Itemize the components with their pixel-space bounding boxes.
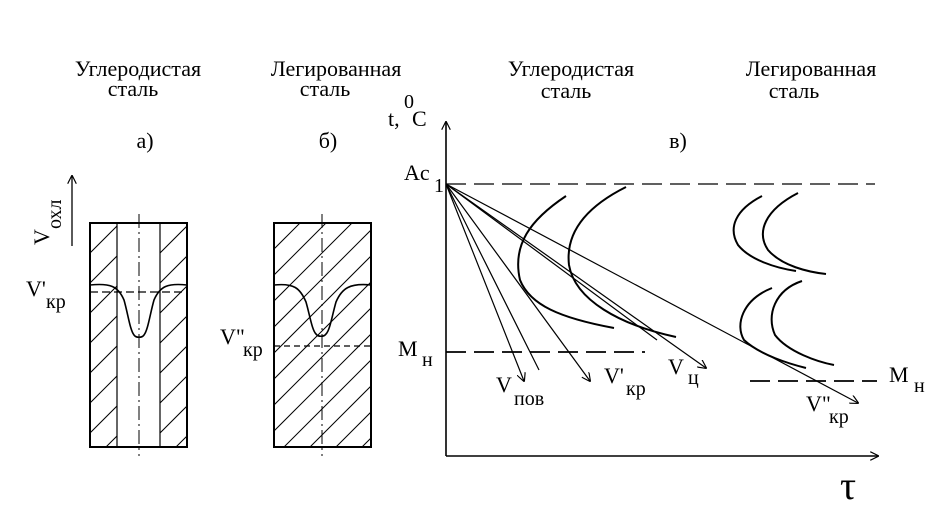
hatch-line [309,385,371,447]
header-line2: сталь [300,76,351,101]
mn-main: М [398,336,418,361]
t-label: t, [388,106,400,131]
label-v-critical-carbon: V' кр [604,363,646,400]
mn-main: М [889,362,909,387]
hatch-line [274,307,371,406]
cooling-curve-critical-carbon [445,183,590,381]
v-main: V' [604,363,624,388]
v-sub: ц [688,367,699,389]
vcrit-sub: кр [46,291,66,313]
hatch-line [90,315,117,344]
panel-label-a: а) [136,128,153,153]
c-curve-upper-start-alloy [732,195,797,272]
c-curve-lower-start-alloy [739,287,807,369]
hatch-line [90,405,117,434]
hatch-line [160,315,187,344]
c-curve-start-carbon [517,195,615,329]
v-main: V [496,372,512,397]
v-sub: кр [626,378,646,400]
hatch-line [160,225,187,254]
ac-sub: 1 [434,175,444,197]
panel-label-v: в) [669,128,687,153]
cooling-rate-label: V охл [29,199,66,245]
header-line1: Углеродистая [508,56,634,81]
label-v-surface: V пов [496,372,544,410]
temperature-axis-label: t, 0 C [388,91,427,131]
header-line2: сталь [108,76,159,101]
cooling-curve-aux [445,183,540,371]
header-line2: сталь [541,78,592,103]
time-axis-label: τ [840,463,856,508]
vcrit-main: V" [220,324,245,349]
hatched-layers [90,223,360,447]
hatch-line [160,345,187,374]
cooling-curve-core [445,183,706,368]
hatch-line [175,435,187,447]
header-line1: Легированная [271,56,402,81]
c-curve-upper-end-alloy [761,192,827,275]
hatch-line [160,223,161,224]
hatch-line [90,345,117,374]
v-sub: пов [514,388,544,410]
cooling-curves [445,183,858,403]
v-main: V [668,354,684,379]
c-curve-end-carbon [567,186,677,338]
c-curve-lower-end-alloy [770,280,835,366]
header-alloy-steel-2: Легированная сталь [746,56,877,103]
cooling-rate-profile [89,283,188,339]
hatch-line [274,223,327,276]
hatch-line [388,223,612,447]
axis-main: V [29,229,54,245]
critical-rate-label: V" кр [220,324,263,361]
hatch-line [105,435,117,447]
ac-main: Ac [404,160,430,185]
panel-a: V охл V' кр [26,176,360,456]
vcrit-sub: кр [243,339,263,361]
cooling-curve-critical-alloy [445,183,858,403]
vcrit-main: V' [26,276,46,301]
header-line1: Углеродистая [75,56,201,81]
hatch-line [361,437,371,447]
hatch-line [136,223,360,447]
header-line1: Легированная [746,56,877,81]
hatch-line [274,223,353,302]
hatch-line [160,255,187,284]
ac1-label: Ac 1 [404,160,444,197]
hatch-line [90,223,91,224]
mn-sub: н [914,375,925,397]
cooling-curve-aux2 [445,183,658,341]
axis-sub: охл [44,199,66,229]
hatch-line [90,255,117,284]
hatch-line [160,285,187,314]
cooling-curve-surface [445,183,524,381]
panel-b: V" кр [220,214,612,456]
header-carbon-steel-2: Углеродистая сталь [508,56,634,103]
v-main: V" [806,391,831,416]
header-line2: сталь [769,78,820,103]
label-v-critical-alloy: V" кр [806,391,849,428]
hatch-line [283,359,371,447]
mn-sub: н [422,349,433,371]
v-sub: кр [829,406,849,428]
header-carbon-steel-1: Углеродистая сталь [75,56,201,101]
panel-label-b: б) [319,128,338,153]
critical-rate-label: V' кр [26,276,66,313]
unit-label: C [412,106,427,131]
mn-carbon-label: М н [398,336,433,371]
cooling-rate-profile [273,283,372,338]
degree-label: 0 [404,91,414,113]
label-v-core: V ц [668,354,699,389]
mn-alloy-label: М н [889,362,925,397]
hatch-line [274,255,371,354]
hatch-line [90,225,117,254]
header-alloy-steel-1: Легированная сталь [271,56,402,101]
hatch-line [160,405,187,434]
hatch-line [274,229,371,328]
panel-v: t, 0 C τ Ac 1 М н М н [388,91,925,508]
